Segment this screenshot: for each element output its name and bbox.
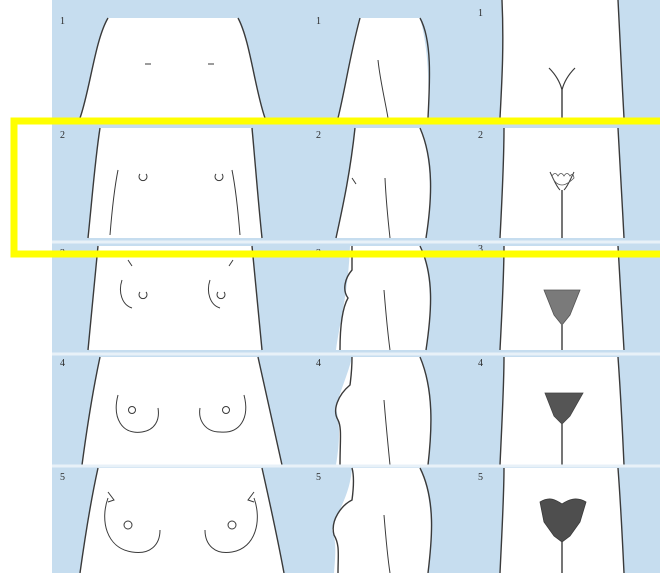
- stage-label-col3-row2: 2: [478, 130, 483, 141]
- stage-label-col2-row2: 2: [316, 130, 321, 141]
- front-torso-stage-5: [80, 468, 284, 573]
- stage-label-col3-row1: 1: [478, 8, 483, 19]
- front-torso-stage-1: [80, 18, 265, 118]
- pubic-stage-4: [500, 357, 624, 465]
- stage-label-col2-row1: 1: [316, 16, 321, 27]
- stage-label-col1-row5: 5: [60, 472, 65, 483]
- stage-label-col3-row5: 5: [478, 472, 483, 483]
- stage-label-col1-row2: 2: [60, 130, 65, 141]
- side-profile-stage-3: [336, 246, 431, 350]
- front-torso-stage-4: [82, 357, 282, 465]
- front-torso-stage-2: [88, 128, 262, 238]
- stage-label-col2-row4: 4: [316, 358, 321, 369]
- side-profile-stage-4: [336, 357, 431, 465]
- pubic-stage-5: [500, 468, 624, 573]
- pubic-stage-1: [500, 0, 624, 118]
- front-torso-stage-3: [88, 246, 262, 350]
- stage-label-col3-row4: 4: [478, 358, 483, 369]
- stage-label-col1-row4: 4: [60, 358, 65, 369]
- stage-label-col1-row1: 1: [60, 16, 65, 27]
- pubic-stage-2: [500, 128, 624, 238]
- stage-label-col2-row5: 5: [316, 472, 321, 483]
- pubic-stage-3: [500, 246, 624, 350]
